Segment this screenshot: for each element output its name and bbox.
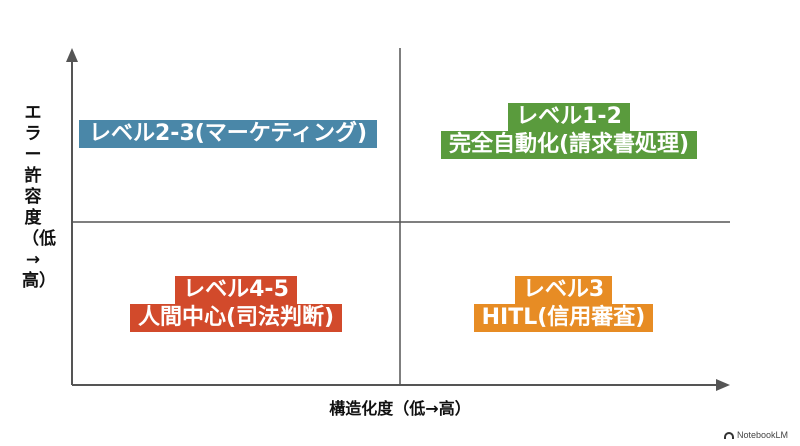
quadrant-top-right-line-1: レベル1-2	[508, 103, 630, 131]
watermark-text: NotebookLM	[736, 430, 788, 440]
quadrant-bottom-left-line-1: レベル4-5	[175, 276, 297, 304]
quadrant-bottom-right-line-2: HITL(信用審査)	[473, 304, 654, 332]
y-axis-arrow-icon	[66, 48, 78, 62]
notebooklm-logo-icon	[723, 431, 734, 439]
quadrant-top-right-label: レベル1-2 完全自動化(請求書処理)	[421, 103, 717, 159]
x-axis-label: 構造化度（低→高）	[329, 399, 471, 418]
y-axis-label: エラー許容度（低→高）	[22, 103, 56, 291]
x-axis-arrow-icon	[716, 379, 730, 391]
quadrant-bottom-right-label: レベル3 HITL(信用審査)	[457, 276, 670, 332]
quadrant-bottom-left-line-2: 人間中心(司法判断)	[129, 304, 343, 332]
quadrant-bottom-left-label: レベル4-5 人間中心(司法判断)	[108, 276, 364, 332]
quadrant-top-right-line-2: 完全自動化(請求書処理)	[440, 131, 698, 159]
notebooklm-watermark: NotebookLM	[723, 430, 788, 440]
quadrant-top-left-line-1: レベル2-3(マーケティング)	[79, 120, 378, 148]
quadrant-bottom-right-line-1: レベル3	[514, 276, 613, 304]
quadrant-top-left-label: レベル2-3(マーケティング)	[79, 120, 378, 148]
